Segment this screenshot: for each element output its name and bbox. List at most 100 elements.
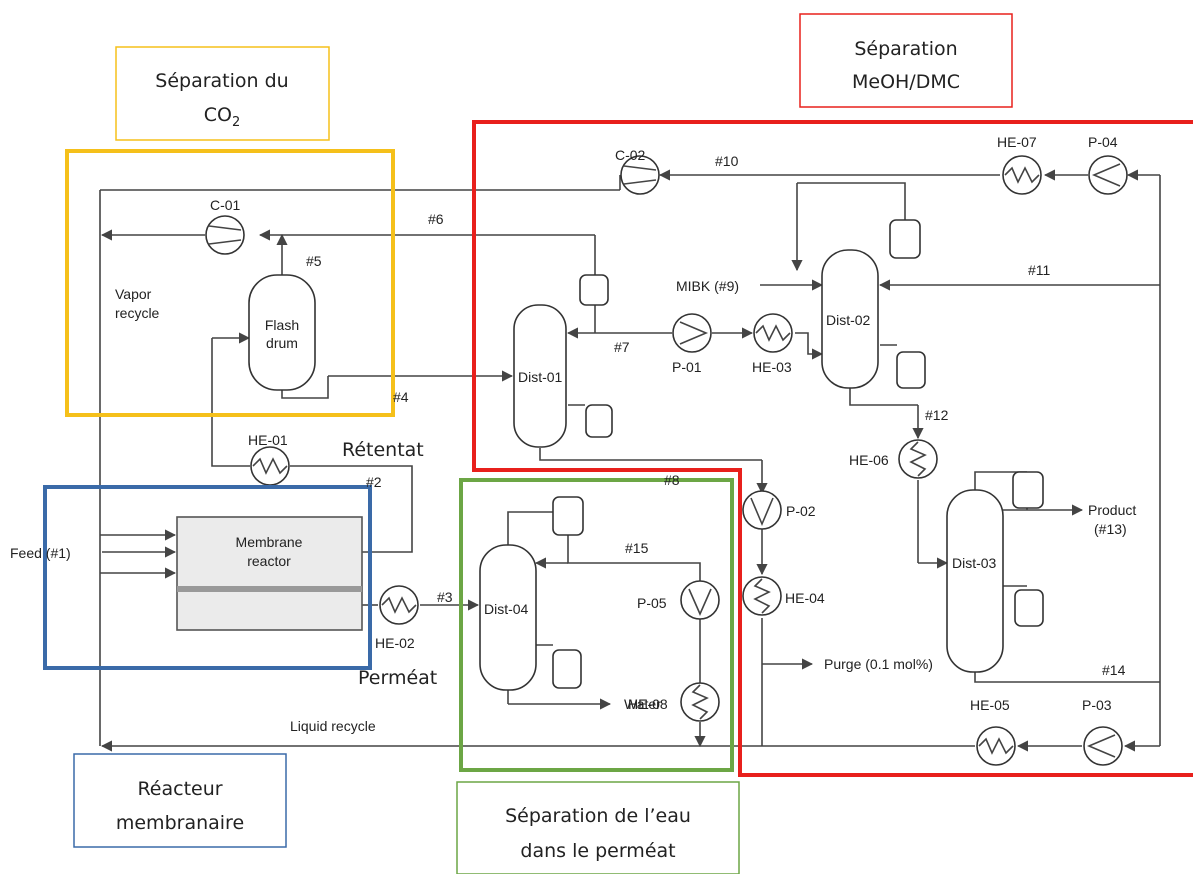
he07-exchanger <box>1002 155 1042 195</box>
dist01-condenser-drum <box>579 274 609 306</box>
stream2-label: #2 <box>366 474 382 490</box>
vapor-recycle-line2: recycle <box>115 305 160 321</box>
he04-label: HE-04 <box>785 590 825 606</box>
dist01-reboiler-drum <box>585 404 613 438</box>
water-title-line2: dans le perméat <box>520 840 675 862</box>
purge-label: Purge (0.1 mol%) <box>824 656 933 672</box>
dist04-condenser-drum <box>552 496 584 536</box>
dist02-condenser-drum <box>889 219 921 259</box>
stream8-label: #8 <box>664 472 680 488</box>
p01-label: P-01 <box>672 359 702 375</box>
dist04-top <box>507 511 558 550</box>
water-separation-frame <box>459 478 734 772</box>
reactor-title-box <box>73 753 287 848</box>
dist02-reboiler-drum <box>896 351 926 389</box>
membrane-reactor <box>176 516 363 631</box>
reactor-title-line1: Réacteur <box>137 778 222 800</box>
permeat-label: Perméat <box>358 667 437 689</box>
he06-label: HE-06 <box>849 452 889 468</box>
stream4-label: #4 <box>393 389 409 405</box>
flash-label-line1: Flash <box>265 317 299 333</box>
reactor-label-line1: Membrane <box>236 534 303 550</box>
piping <box>99 169 1161 752</box>
he02-label: HE-02 <box>375 635 415 651</box>
he01-label: HE-01 <box>248 432 288 448</box>
meoh-dmc-separation-frame <box>472 120 1193 777</box>
membrane-layer <box>177 586 362 592</box>
dist03-top <box>974 471 1027 490</box>
dist03-condenser-drum <box>1012 471 1044 509</box>
p05-pump <box>680 580 720 620</box>
he02-exchanger <box>379 585 419 625</box>
stream14-label: #14 <box>1102 662 1126 678</box>
he03-label: HE-03 <box>752 359 792 375</box>
he06-exchanger <box>898 439 938 479</box>
dist04-column <box>479 544 537 691</box>
stream10-label: #10 <box>715 153 739 169</box>
water-title-box <box>456 781 740 874</box>
p02-pump <box>742 490 782 530</box>
p03-label: P-03 <box>1082 697 1112 713</box>
mibk-label: MIBK (#9) <box>676 278 739 294</box>
p02-label: P-02 <box>786 503 816 519</box>
stream12-label: #12 <box>925 407 949 423</box>
c01-label: C-01 <box>210 197 241 213</box>
he03-exchanger <box>753 313 793 353</box>
p04-pump <box>1088 155 1128 195</box>
he01-to-flash <box>211 338 250 467</box>
co2-title-line1: Séparation du <box>155 70 288 92</box>
stream-8 <box>539 448 762 461</box>
dist02-label: Dist-02 <box>826 312 871 328</box>
c02-compressor <box>620 155 660 195</box>
he05-label: HE-05 <box>970 697 1010 713</box>
co2-title-box <box>115 46 330 141</box>
c01-compressor <box>205 215 245 255</box>
product-label-line1: Product <box>1088 502 1136 518</box>
dist01-label: Dist-01 <box>518 369 563 385</box>
membrane-reactor-frame <box>43 485 372 670</box>
he08-exchanger <box>680 682 720 722</box>
water-title-line1: Séparation de l’eau <box>505 805 691 827</box>
reactor-label-line2: reactor <box>247 553 291 569</box>
dist03-reboiler-drum <box>1014 589 1044 627</box>
he08-label: HE-08 <box>628 696 668 712</box>
he04-exchanger <box>742 576 782 616</box>
dist04-reflux <box>567 535 701 581</box>
flash-bottom-line <box>281 376 329 399</box>
product-label-line2: (#13) <box>1094 521 1127 537</box>
he07-label: HE-07 <box>997 134 1037 150</box>
dist01-column <box>513 304 567 448</box>
he01-exchanger <box>250 446 290 486</box>
stream15-label: #15 <box>625 540 649 556</box>
p03-pump <box>1083 726 1123 766</box>
he03-to-dist02 <box>795 332 824 360</box>
flash-drum <box>248 274 316 391</box>
c02-label: C-02 <box>615 147 646 163</box>
dist04-reboiler-drum <box>552 649 582 689</box>
p01-pump <box>672 313 712 353</box>
dist02-vapor-line <box>797 182 906 220</box>
meoh-title-line2: MeOH/DMC <box>852 71 960 93</box>
stream-2 <box>290 465 413 553</box>
equipment-labels: C-01 C-02 HE-01 HE-02 HE-03 HE-04 HE-05 … <box>210 134 1118 713</box>
water-label: Water <box>624 696 661 712</box>
reactor-title-line2: membranaire <box>116 812 244 834</box>
feed-label: Feed (#1) <box>10 545 71 561</box>
stream5-label: #5 <box>306 253 322 269</box>
stream3-label: #3 <box>437 589 453 605</box>
dist03-label: Dist-03 <box>952 555 997 571</box>
region-titles: Séparation du CO2 Séparation MeOH/DMC Ré… <box>116 38 960 862</box>
co2-title-line2: CO2 <box>204 104 241 130</box>
dist02-bottom <box>849 388 918 406</box>
flash-label-line2: drum <box>266 335 298 351</box>
stream-labels: #2 #3 #4 #5 #6 #7 #8 #10 #11 #12 #14 #15… <box>10 153 1136 734</box>
dist04-label: Dist-04 <box>484 601 529 617</box>
stream-14 <box>974 672 1160 683</box>
stream11-label: #11 <box>1028 262 1051 278</box>
liquid-recycle-label: Liquid recycle <box>290 718 376 734</box>
stream7-label: #7 <box>614 339 630 355</box>
vapor-recycle-line1: Vapor <box>115 286 152 302</box>
co2-separation-frame <box>65 149 395 417</box>
he05-exchanger <box>976 726 1016 766</box>
